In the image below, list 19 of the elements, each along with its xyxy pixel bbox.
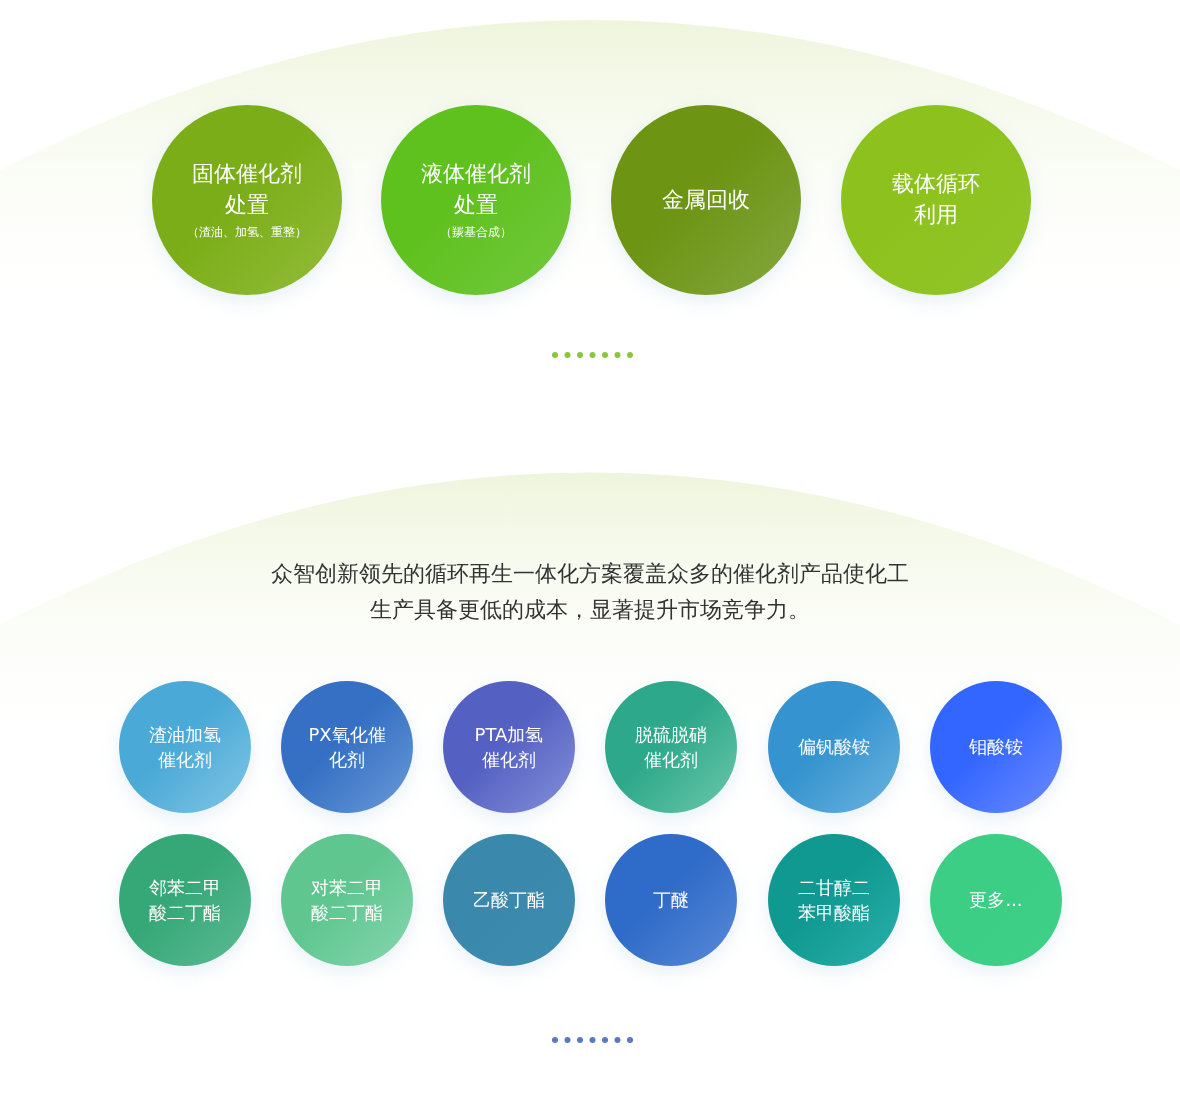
category-label: 对苯二甲酸二丁酯 [310,875,384,925]
category-note: （羰基合成） [440,224,512,242]
category-label: PTA加氢催化剂 [473,722,545,772]
category-label: 二甘醇二苯甲酸酯 [797,875,871,925]
category-label: 渣油加氢催化剂 [148,722,222,772]
category-label: 液体催化剂处置 [420,159,532,219]
category-label: 更多... [968,888,1024,913]
intro-paragraph: 众智创新领先的循环再生一体化方案覆盖众多的催化剂产品使化工生产具备更低的成本，显著提升市场竞争力。 [270,560,910,624]
category-label: PX氧化催化剂 [307,722,387,772]
category-label: 偏钒酸铵 [797,735,871,760]
category-label: 金属回收 [661,185,751,214]
category-label: 固体催化剂处置 [191,159,303,219]
category-label: 乙酸丁酯 [472,888,546,913]
category-label: 丁醚 [652,888,690,913]
category-label: 钼酸铵 [968,735,1024,760]
category-note: （渣油、加氢、重整） [187,224,307,242]
category-label: 脱硫脱硝催化剂 [634,722,708,772]
category-label: 邻苯二甲酸二丁酯 [148,875,222,925]
category-label: 载体循环利用 [891,170,981,229]
